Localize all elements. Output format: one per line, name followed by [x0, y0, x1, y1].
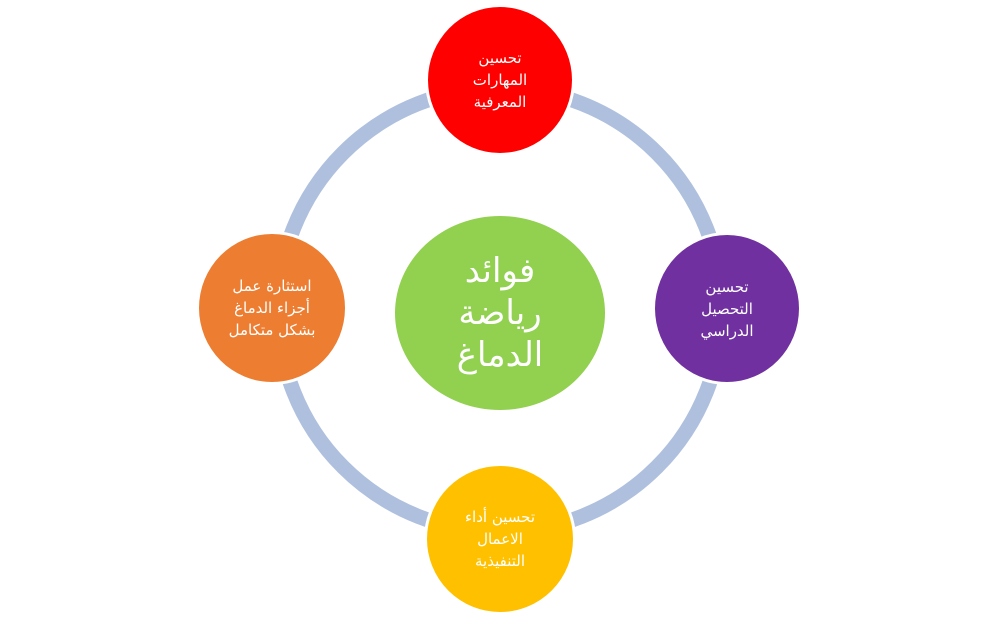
node-executive-functions: تحسين أداء الاعمال التنفيذية [424, 463, 576, 615]
node-brain-integration-label: استثارة عمل أجزاء الدماغ بشكل متكامل [228, 277, 316, 339]
node-brain-integration: استثارة عمل أجزاء الدماغ بشكل متكامل [196, 231, 348, 385]
center-label: فوائد رياضة الدماغ [456, 251, 544, 375]
node-cognitive-skills-label: تحسين المهارات المعرفية [472, 49, 528, 111]
node-academic-achievement: تحسين التحصيل الدراسي [652, 232, 802, 385]
node-cognitive-skills: تحسين المهارات المعرفية [425, 4, 575, 156]
node-executive-functions-label: تحسين أداء الاعمال التنفيذية [464, 508, 536, 570]
center-node: فوائد رياضة الدماغ [392, 213, 608, 413]
node-academic-achievement-label: تحسين التحصيل الدراسي [700, 277, 754, 340]
